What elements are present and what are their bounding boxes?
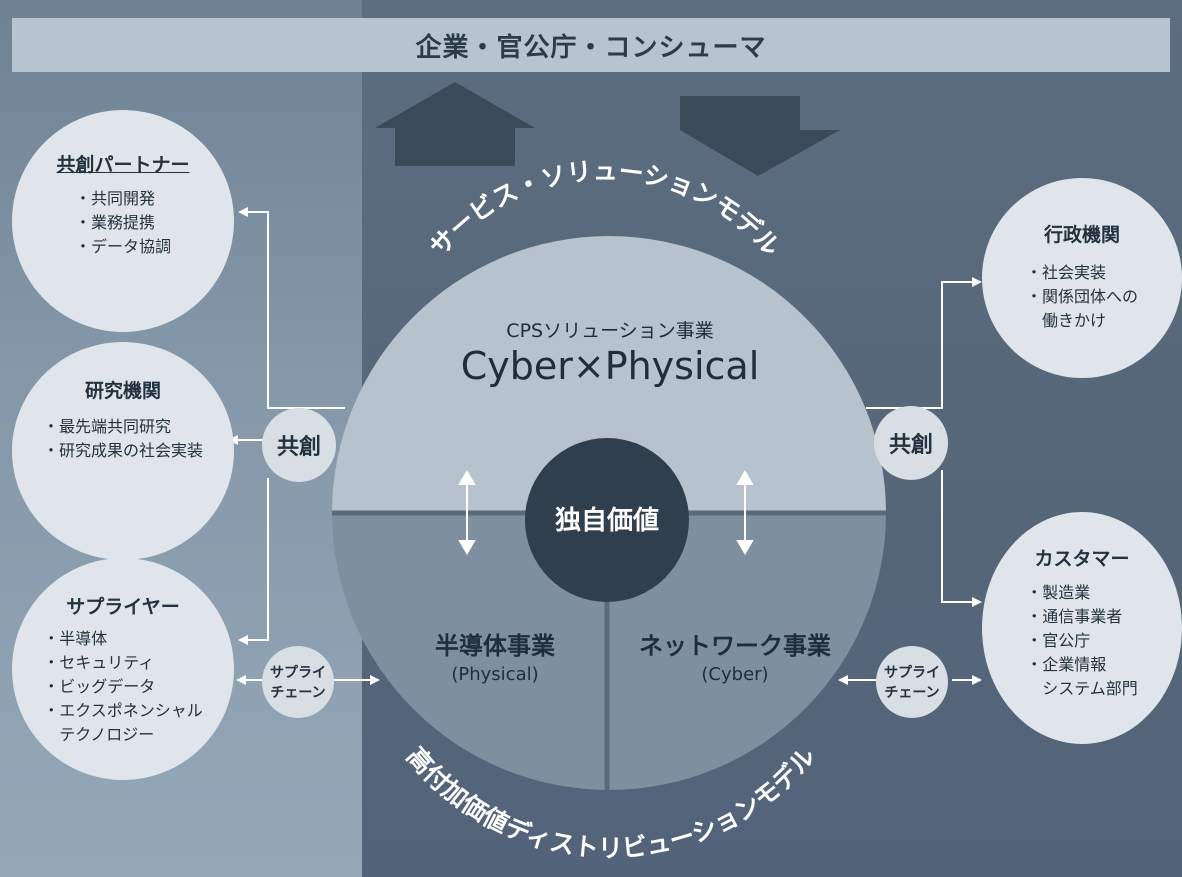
core-circle [525, 438, 689, 602]
gov-item: 社会実装 [1026, 261, 1138, 285]
customer-item: 製造業 [1026, 581, 1138, 605]
semiconductor-sub: (Physical) [451, 664, 539, 685]
suppliers-bubble: サプライヤー 半導体 セキュリティ ビッグデータ エクスポネンシャル テクノロジ… [12, 558, 234, 780]
customer-title: カスタマー [1034, 548, 1130, 570]
network-title: ネットワーク事業 [639, 632, 831, 660]
gov-title: 行政機関 [1043, 224, 1120, 246]
customer-bubble: カスタマー 製造業 通信事業者 官公庁 企業情報 システム部門 [982, 512, 1182, 744]
core-value-label: 独自価値 [554, 506, 659, 536]
semiconductor-title: 半導体事業 [435, 632, 555, 660]
suppliers-item: セキュリティ [43, 651, 203, 675]
partners-title: 共創パートナー [56, 154, 190, 176]
right-supply-label-1: サプライ [884, 665, 940, 681]
partners-item: 業務提携 [75, 211, 171, 235]
research-item: 最先端共同研究 [43, 415, 203, 439]
upper-half-circle [332, 236, 886, 513]
left-double-arrow-icon [458, 470, 476, 555]
research-title: 研究機関 [84, 380, 161, 402]
customer-item: 通信事業者 [1026, 605, 1138, 629]
partners-item: 共同開発 [75, 187, 171, 211]
customer-item: システム部門 [1042, 679, 1138, 698]
suppliers-item: 半導体 [43, 627, 203, 651]
partners-bubble: 共創パートナー 共同開発 業務提携 データ協調 [12, 110, 234, 332]
suppliers-item: エクスポネンシャル [43, 699, 203, 723]
top-banner: 企業・官公庁・コンシューマ [12, 18, 1170, 72]
down-arrow-icon [680, 96, 840, 176]
gov-bubble: 行政機関 社会実装 関係団体への 働きかけ [982, 178, 1182, 378]
suppliers-item: テクノロジー [59, 725, 155, 744]
left-supplychain-badge: サプライ チェーン [262, 646, 334, 718]
cps-title: CPSソリューション事業 [506, 320, 714, 342]
left-cocreation-badge: 共創 [262, 408, 336, 482]
suppliers-item: ビッグデータ [43, 675, 203, 699]
network-sub: (Cyber) [701, 664, 769, 685]
right-supplychain-badge: サプライ チェーン [876, 646, 948, 718]
left-supply-label-2: チェーン [270, 685, 326, 701]
partners-item: データ協調 [75, 235, 171, 259]
research-bubble: 研究機関 最先端共同研究 研究成果の社会実装 [12, 342, 234, 560]
research-item: 研究成果の社会実装 [43, 439, 203, 463]
right-supply-label-2: チェーン [884, 685, 940, 701]
suppliers-title: サプライヤー [66, 596, 180, 618]
right-double-arrow-icon [736, 470, 754, 555]
left-supply-label-1: サプライ [270, 665, 326, 681]
top-banner-label: 企業・官公庁・コンシューマ [415, 32, 767, 63]
gov-item: 働きかけ [1041, 311, 1106, 330]
customer-item: 企業情報 [1026, 653, 1138, 677]
gov-item: 関係団体への [1026, 285, 1138, 309]
customer-item: 官公庁 [1026, 629, 1138, 653]
right-cocreation-badge: 共創 [874, 406, 948, 480]
cyber-physical-title: Cyber×Physical [460, 344, 760, 388]
up-arrow-icon [375, 82, 535, 166]
